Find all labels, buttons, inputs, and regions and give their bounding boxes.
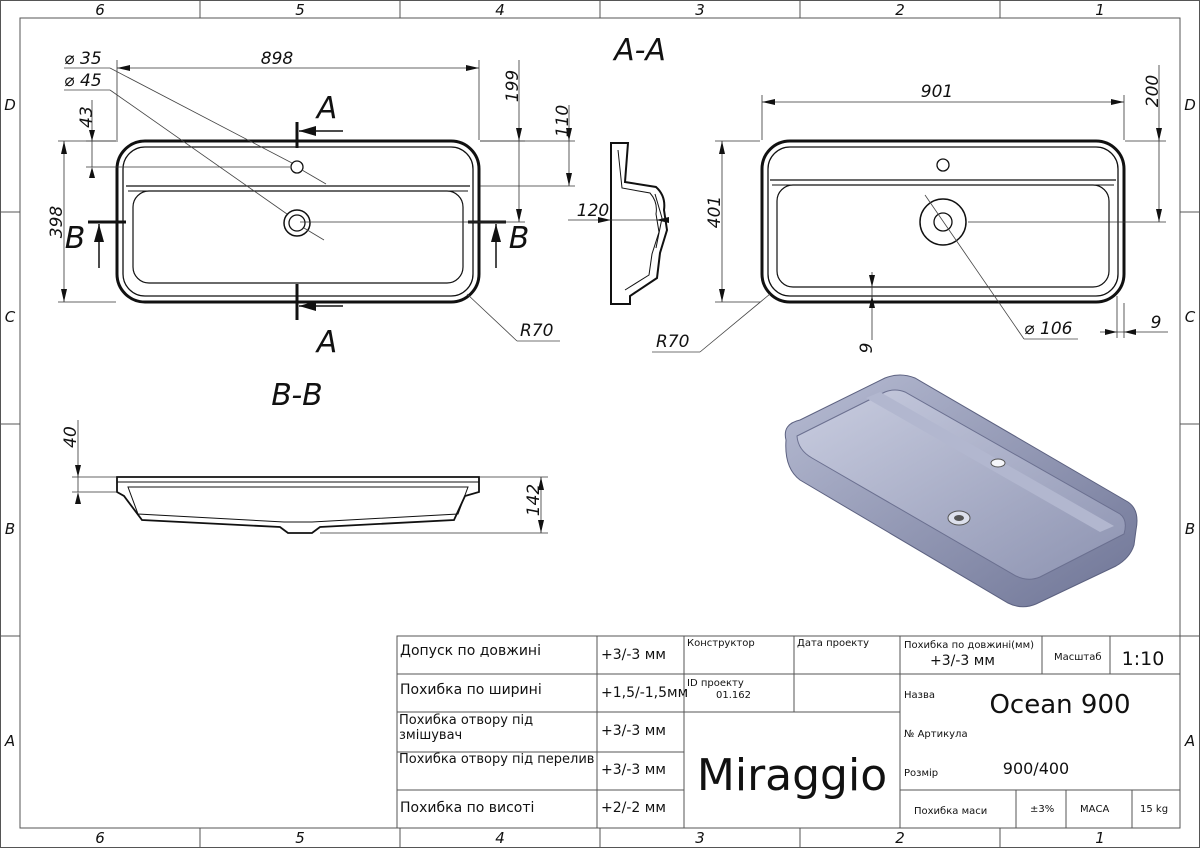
tol-label-length: Допуск по довжині — [400, 643, 541, 659]
scale-value: 1:10 — [1122, 648, 1165, 670]
zone-col-bottom-3: 3 — [695, 829, 705, 847]
length-err-value: +3/-3 мм — [930, 653, 995, 669]
product-name: Ocean 900 — [989, 690, 1130, 720]
project-id-value: 01.162 — [716, 690, 751, 701]
zone-col-bottom-6: 6 — [95, 829, 105, 847]
zone-col-bottom-1: 1 — [1095, 829, 1105, 847]
zone-col-top-1: 1 — [1095, 1, 1105, 19]
dim-d45: 45 — [80, 71, 102, 91]
tol-label-overflow: Похибка отвору під перелив — [399, 752, 595, 767]
dim-40: 40 — [61, 426, 81, 448]
dim-9-horizontal: 9 — [1151, 313, 1162, 333]
top-view: A A B B 898 ⌀ 35 ⌀ 45 43 — [47, 49, 575, 360]
cut-label-b-left: B — [65, 221, 86, 256]
zone-col-top-4: 4 — [495, 1, 505, 19]
dim-901: 901 — [921, 82, 953, 102]
brand-logo: Miraggio — [697, 750, 887, 801]
project-id-label: ID проекту — [687, 678, 744, 689]
zone-row-right-b: B — [1185, 520, 1195, 538]
dim-120: 120 — [577, 201, 609, 221]
zone-row-right-d: D — [1184, 96, 1196, 114]
scale-label: Масштаб — [1054, 652, 1102, 663]
date-label: Дата проекту — [797, 638, 869, 649]
zone-col-bottom-5: 5 — [295, 829, 305, 847]
zone-col-top-3: 3 — [695, 1, 705, 19]
section-aa-title: A-A — [612, 33, 666, 68]
zone-row-left-a: A — [4, 732, 15, 750]
dim-898: 898 — [261, 49, 294, 69]
dim-200: 200 — [1143, 75, 1163, 107]
dim-r70-top: R70 — [520, 321, 553, 341]
cut-label-a-top: A — [315, 91, 338, 126]
zone-row-right-a: A — [1184, 732, 1195, 750]
dim-9-vertical: 9 — [857, 343, 877, 354]
dim-110: 110 — [553, 105, 573, 137]
length-err-label: Похибка по довжині(мм) — [904, 639, 1034, 651]
zone-row-left-c: C — [5, 308, 16, 326]
cut-label-b-right: B — [509, 221, 530, 256]
article-label: № Артикула — [904, 729, 968, 740]
dim-d106-symbol: ⌀ — [1024, 319, 1035, 339]
zone-col-top-5: 5 — [295, 1, 305, 19]
name-label: Назва — [904, 690, 935, 701]
sink-3d-render — [784, 374, 1138, 608]
zone-row-left-d: D — [4, 96, 16, 114]
tol-label-height: Похибка по висоті — [400, 800, 534, 816]
dim-d35: 35 — [80, 49, 102, 69]
tol-label-width: Похибка по ширині — [400, 682, 542, 698]
dim-142: 142 — [524, 484, 544, 516]
section-bb-view: 40 142 — [61, 420, 548, 534]
size-label: Розмір — [904, 767, 938, 779]
tol-value-overflow: +3/-3 мм — [601, 762, 666, 778]
zone-col-bottom-2: 2 — [895, 829, 905, 847]
tol-value-length: +3/-3 мм — [601, 647, 666, 663]
tol-value-mixer: +3/-3 мм — [601, 723, 666, 739]
tol-label-mixer-wrap: Похибка отвору під змішувач — [399, 713, 534, 743]
zone-row-right-c: C — [1185, 308, 1196, 326]
dim-d45-symbol: ⌀ — [64, 71, 75, 91]
size-value: 900/400 — [1003, 759, 1069, 778]
zone-col-bottom-4: 4 — [495, 829, 505, 847]
bottom-view: 901 200 ⌀ 106 R70 9 9 — [652, 65, 1168, 353]
side-view: 120 401 — [568, 140, 760, 305]
section-bb-title: B-B — [271, 378, 322, 413]
dim-43: 43 — [77, 106, 97, 128]
tol-value-width: +1,5/-1,5мм — [601, 685, 688, 701]
dim-401: 401 — [705, 196, 725, 228]
dim-d35-symbol: ⌀ — [64, 49, 75, 69]
mass-err-value: ±3% — [1030, 804, 1054, 815]
cut-label-a-bottom: A — [315, 325, 338, 360]
tol-label-mixer: Похибка отвору під змішувач — [399, 713, 534, 743]
dim-d106: 106 — [1040, 319, 1073, 339]
zone-row-left-b: B — [5, 520, 15, 538]
zone-col-top-6: 6 — [95, 1, 105, 19]
dim-199: 199 — [503, 70, 523, 102]
mass-value: 15 kg — [1140, 804, 1168, 815]
dim-398: 398 — [47, 206, 67, 239]
mass-err-label: Похибка маси — [914, 806, 987, 817]
zone-col-top-2: 2 — [895, 1, 905, 19]
tol-label-overflow-wrap: Похибка отвору під перелив — [399, 752, 595, 767]
dim-r70-bottom: R70 — [656, 332, 689, 352]
designer-label: Конструктор — [687, 638, 755, 649]
title-block-grid — [396, 635, 1181, 829]
tol-value-height: +2/-2 мм — [601, 800, 666, 816]
mass-label: МАСА — [1080, 804, 1109, 815]
